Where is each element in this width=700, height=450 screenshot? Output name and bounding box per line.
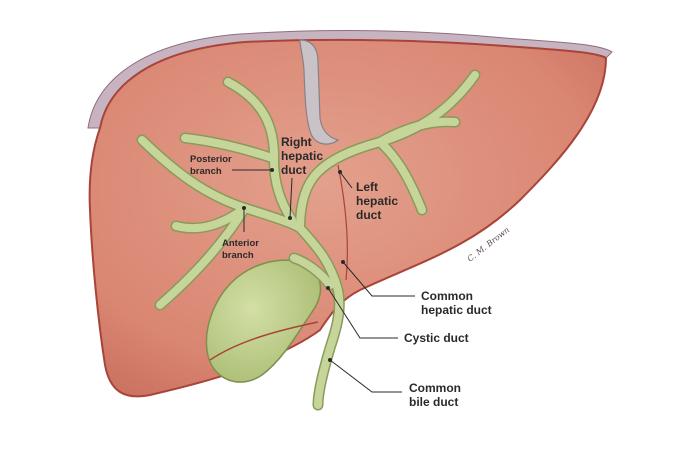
label-left-hepatic-duct: Left hepatic duct (356, 180, 401, 222)
gallbladder (205, 259, 322, 383)
falciform-ligament (299, 39, 340, 145)
leader-lines (232, 168, 415, 393)
label-common-bile-duct: Common bile duct (409, 381, 464, 409)
label-anterior-branch: Anterior branch (222, 238, 262, 261)
label-common-hepatic-duct: Common hepatic duct (421, 289, 492, 317)
liver (88, 38, 608, 398)
label-right-hepatic-duct: Right hepatic duct (281, 135, 326, 177)
liver-inferior-edge (209, 321, 319, 361)
bile-duct-tree (136, 69, 481, 411)
label-posterior-branch: Posterior branch (190, 154, 234, 177)
label-cystic-duct: Cystic duct (404, 331, 469, 345)
